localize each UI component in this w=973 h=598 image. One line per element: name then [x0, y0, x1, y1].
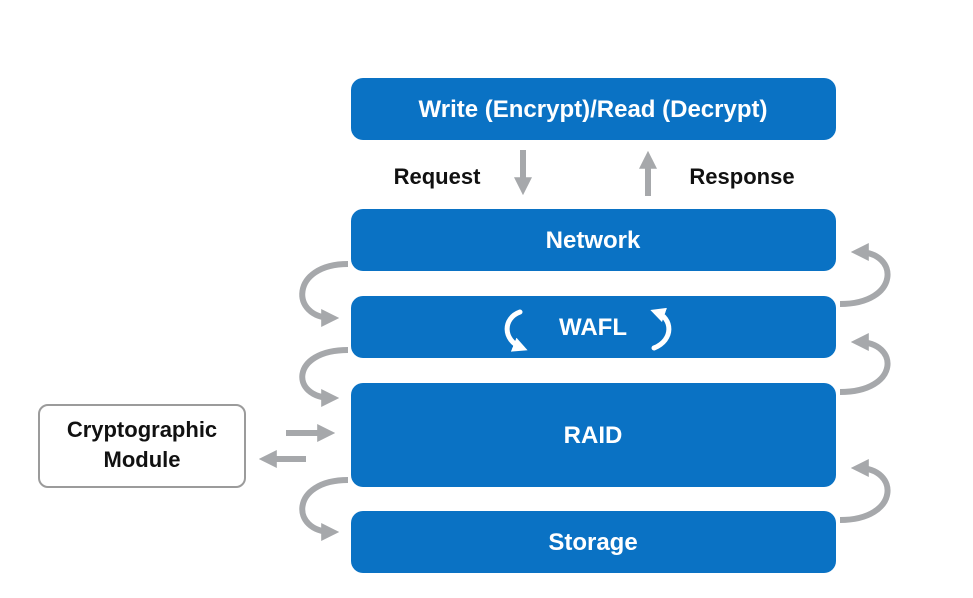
rotate-right-icon [650, 307, 672, 351]
storage-label: Storage [548, 529, 637, 556]
left-curve-arrow-icon [299, 347, 349, 407]
left-curve-arrow-icon [299, 261, 349, 327]
network-layer-box: Network [351, 209, 836, 271]
right-curve-arrow-icon [839, 459, 891, 523]
cryptographic-module-box: Cryptographic Module [38, 404, 246, 488]
storage-layer-box: Storage [351, 511, 836, 573]
left-curve-arrow-icon [299, 477, 349, 541]
top-layer-box: Write (Encrypt)/Read (Decrypt) [351, 78, 836, 140]
module-label-line1: Cryptographic [67, 417, 217, 442]
wafl-label: WAFL [559, 314, 627, 341]
raid-layer-box: RAID [351, 383, 836, 487]
right-curve-arrow-icon [839, 243, 891, 307]
right-curve-arrow-icon [839, 333, 891, 395]
top-layer-label: Write (Encrypt)/Read (Decrypt) [419, 96, 768, 123]
raid-label: RAID [564, 422, 623, 449]
network-label: Network [546, 227, 641, 254]
module-label-line2: Module [104, 447, 181, 472]
request-label: Request [394, 164, 481, 189]
response-label: Response [689, 164, 794, 189]
rotate-left-icon [504, 309, 528, 352]
wafl-layer-box: WAFL [351, 296, 836, 358]
